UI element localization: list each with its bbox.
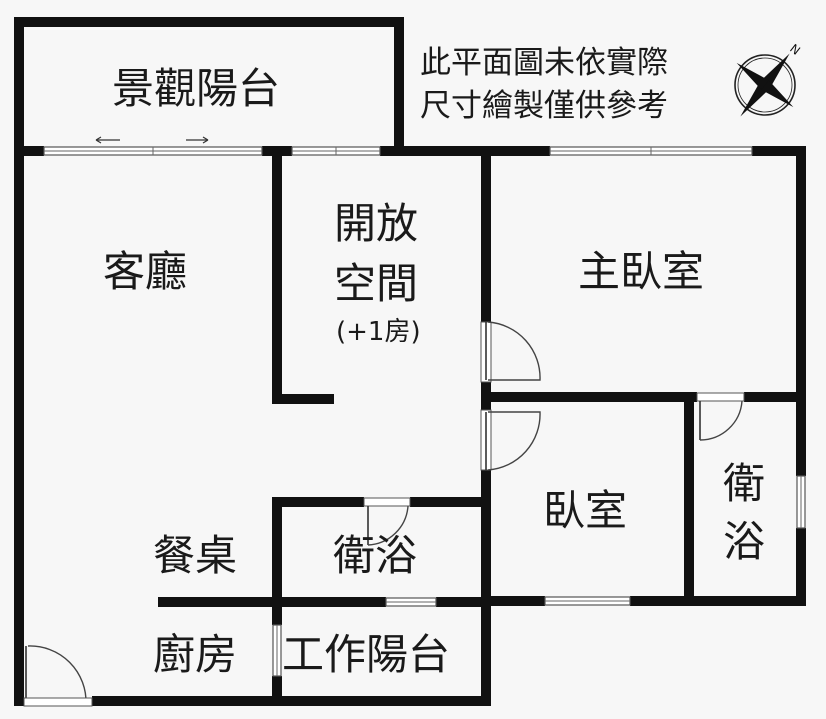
room-label-bath-right-2: 浴: [723, 517, 765, 566]
room-label-utility-balcony: 工作陽台: [282, 630, 450, 679]
room-label-balcony: 景觀陽台: [112, 64, 280, 113]
wall-dining-divider-right: [436, 597, 491, 607]
room-label-bath-right-1: 衛: [723, 459, 765, 508]
wall-bedroom-bottom-left: [481, 596, 545, 606]
wall-balcony-top: [14, 17, 404, 27]
wall-bath-center-left: [272, 497, 282, 607]
room-label-open-space-note: (+1房): [336, 317, 421, 347]
wall-central-low: [481, 470, 491, 608]
room-label-master-bedroom: 主臥室: [578, 247, 704, 296]
wall-outer-left-low: [14, 640, 24, 706]
wall-open-bottom: [272, 394, 334, 404]
room-label-living: 客廳: [103, 247, 187, 296]
room-label-dining: 餐桌: [153, 531, 237, 580]
wall-bedroom-right: [684, 392, 694, 606]
room-label-open-space-1: 開放: [334, 199, 418, 248]
doors: [23, 321, 745, 707]
wall-master-bottom: [481, 392, 697, 402]
room-label-bedroom: 臥室: [543, 486, 627, 535]
wall-bath-center-top-left: [272, 497, 364, 507]
wall-balcony-right: [394, 17, 404, 156]
door-master: [480, 321, 541, 383]
wall-outer-right-bottom: [796, 528, 806, 606]
door-bath-center: [363, 497, 411, 546]
room-label-open-space-2: 空間: [334, 259, 418, 308]
disclaimer-line-2: 尺寸繪製僅供參考: [420, 88, 668, 124]
wall-master-top-right: [752, 146, 806, 156]
walls: [14, 17, 806, 706]
wall-outer-left: [14, 17, 24, 647]
compass-ring: [734, 54, 796, 116]
wall-utility-right: [481, 597, 491, 706]
wall-bath-center-top-right: [410, 497, 491, 507]
wall-utility-left-bottom: [272, 676, 282, 706]
wall-open-left: [272, 146, 282, 404]
wall-bedroom-bottom-right: [630, 596, 806, 606]
wall-bath-top-right: [744, 392, 806, 402]
wall-bottom: [92, 696, 491, 706]
sliding-arrows: [95, 136, 209, 144]
room-label-kitchen: 廚房: [153, 630, 237, 679]
door-bedroom: [480, 409, 541, 471]
door-bath-right: [696, 392, 745, 441]
room-label-bath-center: 衛浴: [333, 531, 417, 580]
wall-outer-right-top: [796, 146, 806, 476]
compass: N: [734, 41, 803, 117]
wall-living-top-left: [14, 146, 44, 156]
wall-utility-left-top: [272, 597, 282, 625]
windows: [43, 146, 806, 677]
compass-north-label: N: [787, 41, 803, 58]
disclaimer-line-1: 此平面圖未依實際: [420, 45, 668, 81]
door-entrance: [23, 645, 93, 707]
wall-open-top-right: [380, 146, 550, 156]
wall-central-top: [481, 146, 491, 322]
